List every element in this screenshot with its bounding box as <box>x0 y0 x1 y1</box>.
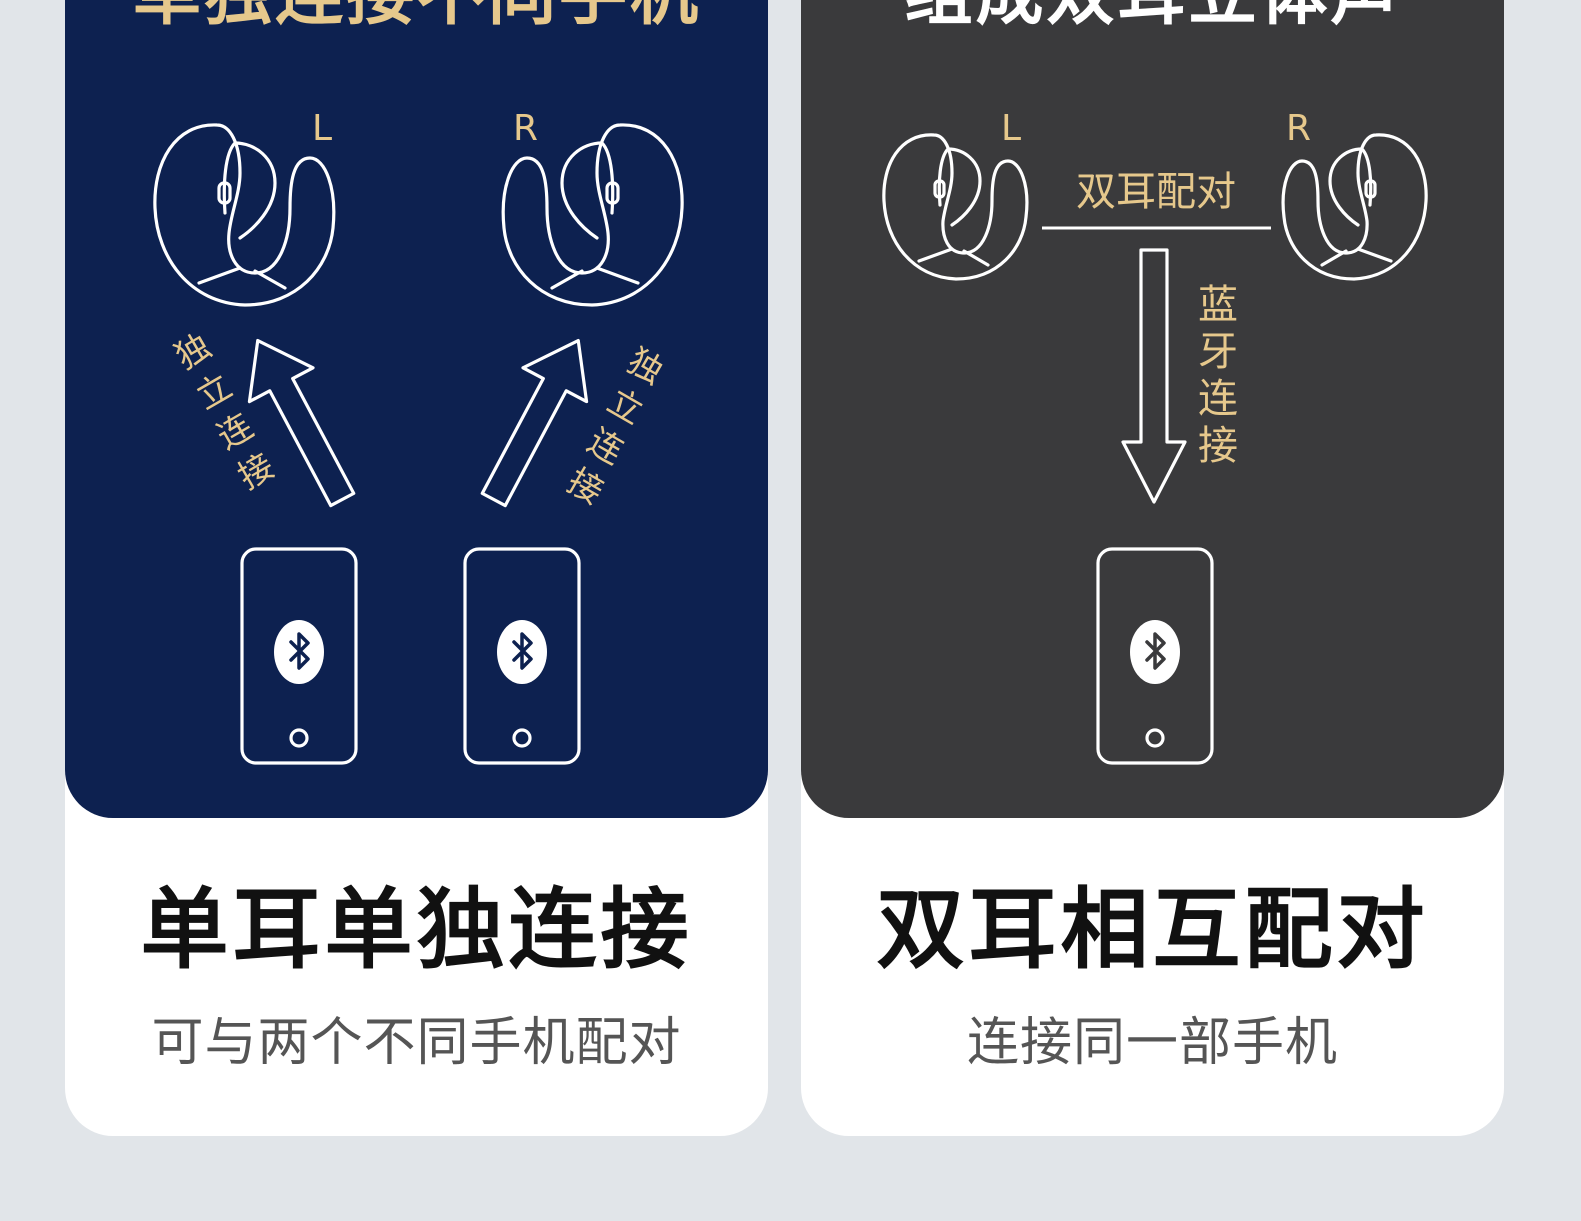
card-dual-ear: 组成双耳立体声 L R 双耳配对 蓝 牙 连 接 <box>801 0 1504 1136</box>
arrow-label-vertical: 蓝 牙 连 接 <box>1198 282 1238 469</box>
svg-text:牙: 牙 <box>1198 329 1238 375</box>
card-title: 双耳相互配对 <box>876 878 1429 981</box>
label-right: R <box>513 108 538 149</box>
panel-heading: 组成双耳立体声 <box>904 0 1401 35</box>
panel-heading: 单独连接不同手机 <box>133 0 701 35</box>
earbud-right-icon <box>501 123 684 307</box>
label-left: L <box>312 108 332 149</box>
illustration-single-ear: 单独连接不同手机 L R 独 立 连 接 <box>133 0 701 765</box>
svg-text:连: 连 <box>1198 376 1238 422</box>
earbud-right-icon <box>1281 133 1428 281</box>
illustration-panel-right: 组成双耳立体声 L R 双耳配对 蓝 牙 连 接 <box>801 0 1504 818</box>
svg-text:接: 接 <box>232 446 281 498</box>
label-right: R <box>1286 108 1311 149</box>
smartphone-left-icon <box>240 547 358 765</box>
illustration-panel-left: 单独连接不同手机 L R 独 立 连 接 <box>65 0 768 818</box>
arrow-left-icon <box>247 338 356 508</box>
earbud-left-icon <box>882 133 1029 281</box>
arrow-right-icon <box>480 338 589 508</box>
smartphone-icon <box>1096 547 1214 765</box>
svg-text:蓝: 蓝 <box>1198 282 1238 328</box>
pair-label: 双耳配对 <box>1076 169 1236 215</box>
card-title: 单耳单独连接 <box>140 878 693 981</box>
arrow-label-left: 独 立 连 接 <box>169 326 281 498</box>
arrow-label-right: 独 立 连 接 <box>561 341 670 513</box>
card-single-ear: 单独连接不同手机 L R 独 立 连 接 <box>65 0 768 1136</box>
earbud-left-icon <box>153 123 336 307</box>
svg-text:接: 接 <box>1198 423 1238 469</box>
card-subtitle: 可与两个不同手机配对 <box>151 1013 682 1073</box>
illustration-dual-ear: 组成双耳立体声 L R 双耳配对 蓝 牙 连 接 <box>882 0 1428 765</box>
arrow-down-icon <box>1121 248 1187 504</box>
smartphone-right-icon <box>463 547 581 765</box>
card-subtitle: 连接同一部手机 <box>966 1013 1338 1073</box>
label-left: L <box>1001 108 1021 149</box>
svg-text:接: 接 <box>561 461 610 513</box>
